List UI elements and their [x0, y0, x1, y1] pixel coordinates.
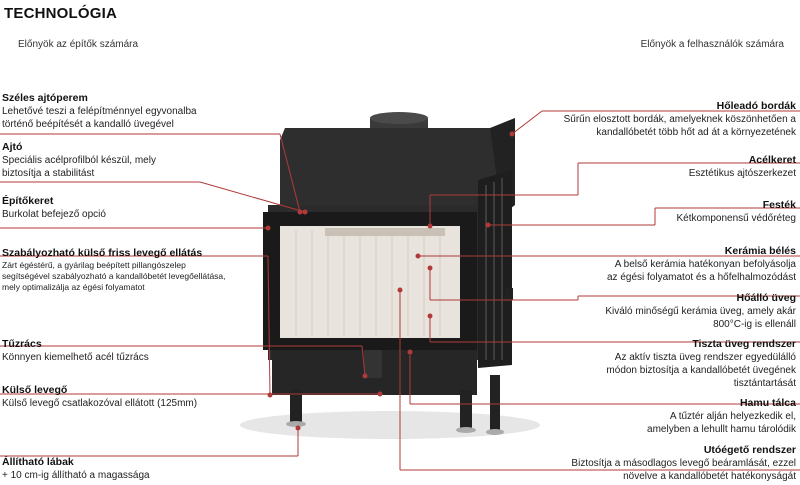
feature-clean-glass: Tiszta üveg rendszer Az aktív tiszta üve… — [606, 338, 796, 390]
feature-text: 800°C-ig is ellenáll — [713, 319, 796, 330]
feature-text: kandallóbetét több hőt ad át a környezet… — [596, 127, 796, 138]
leg — [460, 390, 472, 428]
feature-heading: Festék — [762, 199, 796, 211]
feature-ceramic-lining: Kerámia bélés A belső kerámia hatékonyan… — [607, 245, 796, 284]
feature-heat-fins: Hőleadó bordák Sűrűn elosztott bordák, a… — [564, 100, 796, 139]
feature-text: mely optimalizálja az égési folyamatot — [2, 282, 145, 292]
feature-text: növelve a kandallóbetét hatékonyságát — [623, 471, 796, 482]
feature-heading: Tiszta üveg rendszer — [692, 338, 796, 350]
feature-external-air: Külső levegő Külső levegő csatlakozóval … — [2, 384, 197, 410]
feature-text: Esztétikus ajtószerkezet — [688, 168, 796, 179]
feature-adjustable-legs: Állítható lábak + 10 cm-ig állítható a m… — [2, 456, 150, 482]
feature-door: Ajtó Speciális acélprofilból készül, mel… — [2, 141, 156, 180]
right-subheading: Előnyök a felhasználók számára — [640, 39, 784, 50]
feature-wide-door-edge: Széles ajtóperem Lehetővé teszi a felépí… — [2, 92, 197, 131]
feature-heading: Szabályozható külső friss levegő ellátás — [2, 247, 203, 259]
feature-text: Könnyen kiemelhető acél tűzrács — [2, 352, 149, 363]
feature-afterburner: Utóégető rendszer Biztosítja a másodlago… — [571, 444, 796, 483]
feature-text: az égési folyamatot és a hőfelhalmozódás… — [607, 272, 796, 283]
feature-heading: Külső levegő — [2, 384, 68, 396]
feature-text: Burkolat befejező opció — [2, 209, 106, 220]
feature-heading: Hőleadó bordák — [716, 100, 796, 112]
feature-heading: Széles ajtóperem — [2, 92, 88, 104]
feature-text: tisztántartását — [733, 378, 796, 389]
feature-heat-resistant-glass: Hőálló üveg Kiváló minőségű kerámia üveg… — [605, 292, 796, 331]
feature-text: módon biztosítja a kandallóbetét üvegéne… — [606, 365, 796, 376]
feature-text: amelyben a lehullt hamu tárolódik — [647, 424, 796, 435]
feature-text: történő beépítését a kandalló üvegével — [2, 119, 174, 130]
feature-ash-tray: Hamu tálca A tűztér alján helyezkedik el… — [647, 397, 796, 436]
feature-steel-frame: Acélkeret Esztétikus ajtószerkezet — [689, 154, 796, 180]
feature-heading: Hamu tálca — [739, 397, 796, 409]
leg — [490, 375, 500, 430]
feature-text: Speciális acélprofilból készül, mely — [2, 155, 156, 166]
leg — [290, 390, 302, 422]
feature-text: Sűrűn elosztott bordák, amelyeknek köszö… — [563, 114, 796, 125]
feature-paint: Festék Kétkomponensű védőréteg — [676, 199, 796, 225]
feature-text: segítségével szabályozható a kandallóbet… — [2, 271, 226, 281]
feature-text: Kiváló minőségű kerámia üveg, amely akár — [605, 306, 796, 317]
feature-heading: Ajtó — [2, 141, 23, 153]
feature-text: Zárt égéstérű, a gyárilag beépített pill… — [2, 260, 186, 270]
feature-heading: Hőálló üveg — [736, 292, 796, 304]
feature-build-frame: Építőkeret Burkolat befejező opció — [2, 195, 106, 221]
left-subheading: Előnyök az építők számára — [18, 39, 139, 50]
feature-text: Külső levegő csatlakozóval ellátott (125… — [2, 398, 198, 409]
feature-heading: Tűzrács — [2, 338, 42, 350]
feature-heading: Utóégető rendszer — [703, 444, 796, 456]
page-title: TECHNOLÓGIA — [4, 5, 118, 22]
feature-heading: Acélkeret — [748, 154, 796, 166]
feature-text: A belső kerámia hatékonyan befolyásolja — [614, 259, 796, 270]
feature-fire-grate: Tűzrács Könnyen kiemelhető acél tűzrács — [2, 338, 149, 364]
feature-fresh-air: Szabályozható külső friss levegő ellátás… — [2, 246, 226, 293]
feature-text: Az aktív tiszta üveg rendszer egyedüláll… — [614, 352, 796, 363]
feature-text: Biztosítja a másodlagos levegő beáramlás… — [571, 458, 796, 469]
stove-top — [280, 128, 502, 215]
feature-heading: Építőkeret — [2, 195, 54, 207]
feature-text: Lehetővé teszi a felépítménnyel egyvonal… — [2, 106, 197, 117]
feature-heading: Állítható lábak — [2, 456, 74, 468]
feature-text: A tűztér alján helyezkedik el, — [669, 411, 796, 422]
feature-heading: Kerámia bélés — [724, 245, 796, 257]
firebox-window — [280, 226, 460, 338]
feature-text: biztosítja a stabilitást — [2, 168, 95, 179]
feature-text: + 10 cm-ig állítható a magassága — [2, 470, 150, 481]
feature-text: Kétkomponensű védőréteg — [676, 213, 796, 224]
